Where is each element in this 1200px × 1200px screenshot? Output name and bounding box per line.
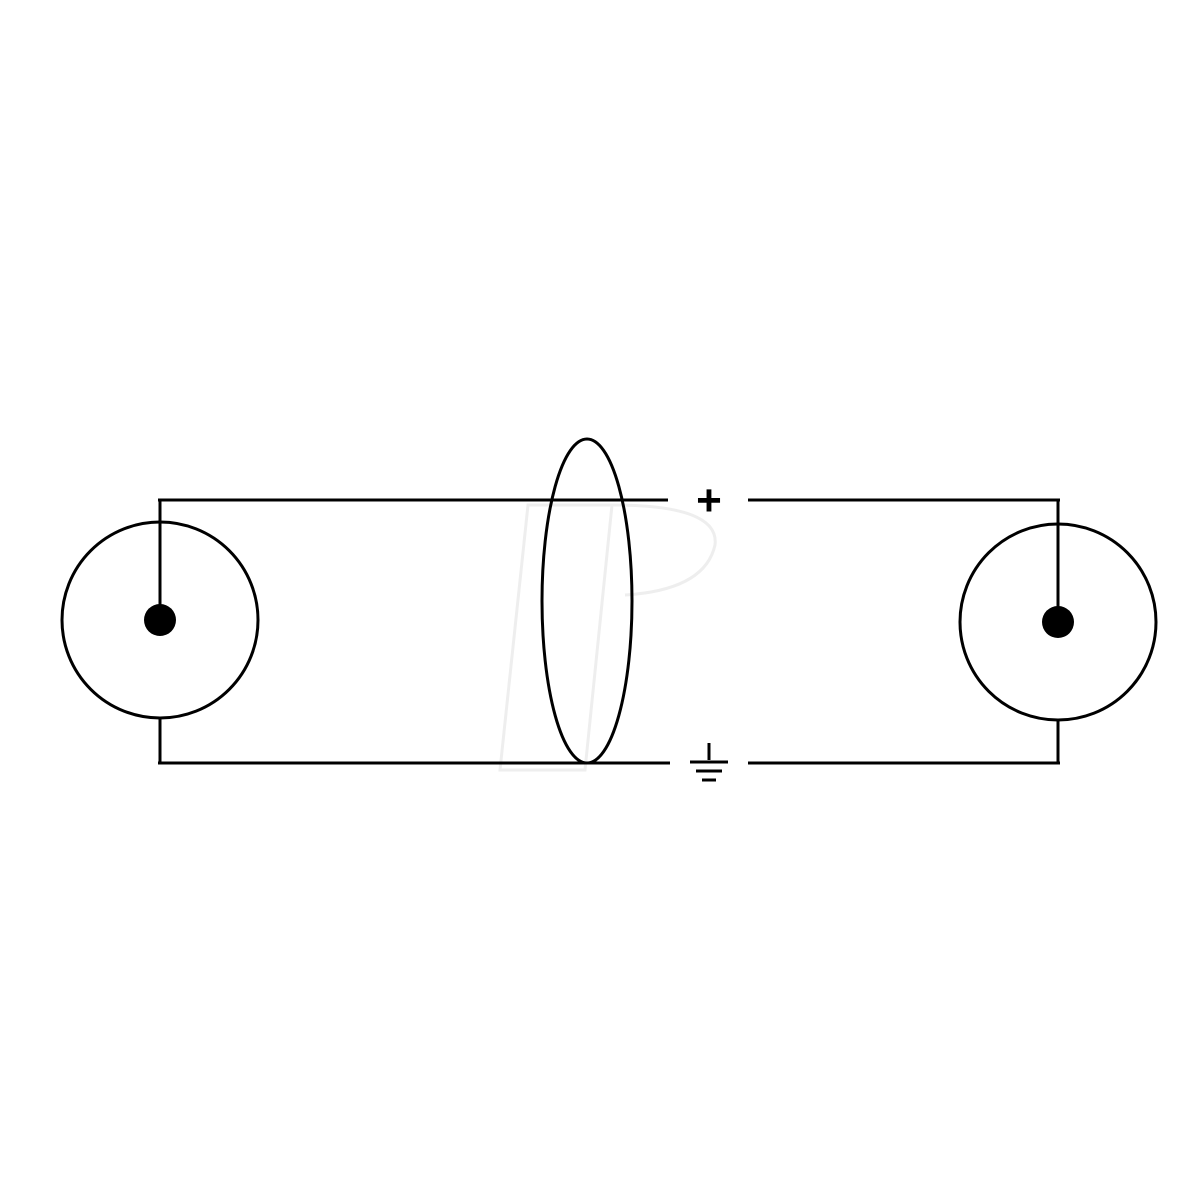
cable-shield-icon: [540, 437, 634, 765]
watermark-logo: [498, 503, 717, 772]
plus-icon: +: [696, 476, 722, 525]
right-connector: [958, 500, 1158, 763]
ground-icon: [690, 743, 728, 782]
left-connector: [60, 500, 260, 763]
